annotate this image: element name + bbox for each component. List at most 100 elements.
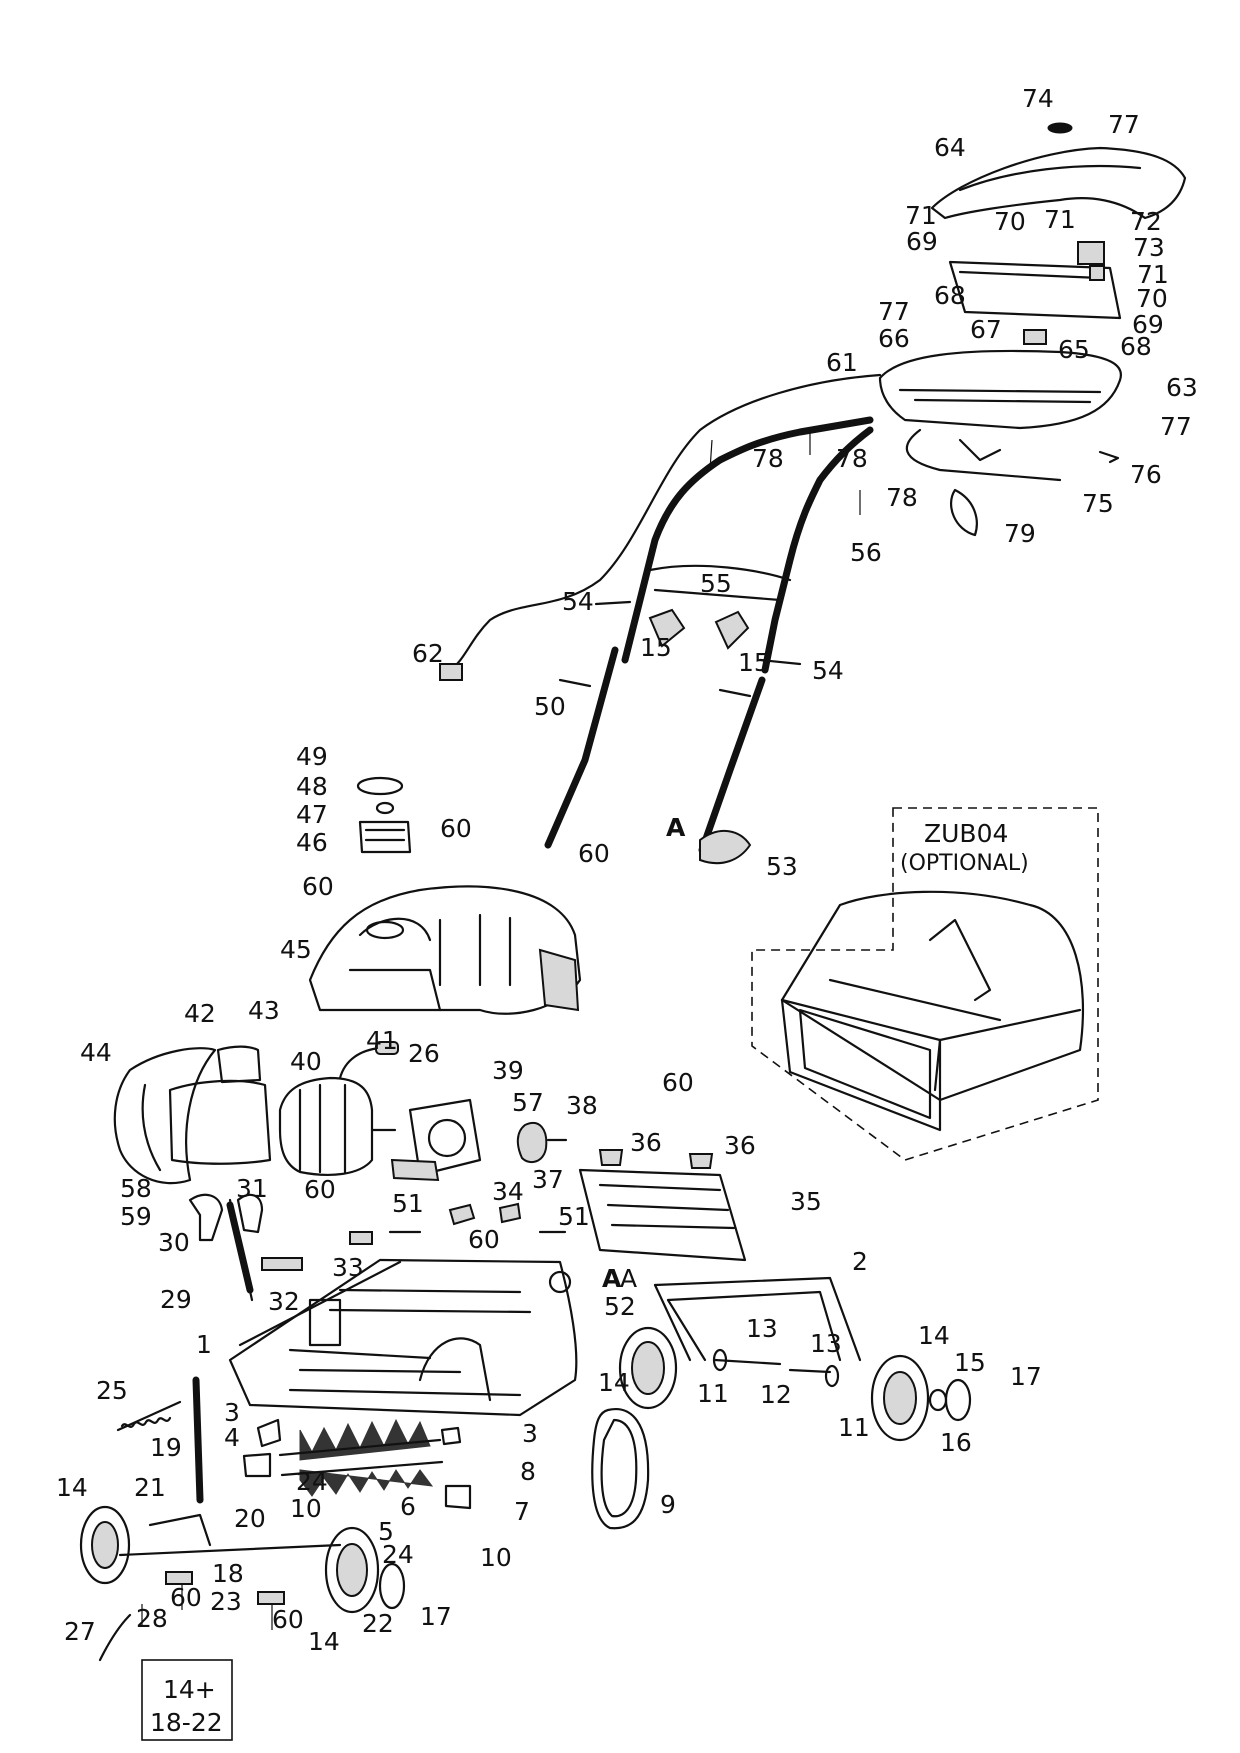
handle-knobs [594,600,802,865]
part-number-label: 15 [738,648,770,677]
part-number-label: 32 [268,1287,300,1316]
part-number-label: 78 [836,444,868,473]
part-number-label: 30 [158,1228,190,1257]
handle-console-cover [930,122,1187,220]
part-number-label: 22 [362,1609,394,1638]
part-number-label: 15 [640,633,672,662]
part-number-label: 71 [1137,260,1169,289]
part-number-label: A [620,1264,637,1293]
part-number-label: 17 [1010,1362,1042,1391]
part-number-label: 60 [468,1225,500,1254]
part-number-label: 79 [1004,519,1036,548]
part-number-label: 37 [532,1165,564,1194]
part-number-label: 60 [440,814,472,843]
part-number-label: 77 [1160,412,1192,441]
part-number-label: 13 [810,1329,842,1358]
part-number-label: 19 [150,1433,182,1462]
part-number-label: 13 [746,1314,778,1343]
part-number-label: 70 [994,207,1026,236]
front-wheel-left [79,1505,131,1585]
rear-height-frame [653,1276,862,1362]
lower-handle [544,646,766,854]
rear-wheel-right [870,1354,972,1442]
electric-motor [278,1041,399,1176]
part-number-label: 36 [630,1128,662,1157]
part-number-label: 2 [852,1247,868,1276]
part-number-label: 34 [492,1177,524,1206]
part-number-label: 65 [1058,335,1090,364]
height-adjust-lever [188,1193,264,1302]
front-wheel-right [324,1526,406,1614]
part-number-label: 10 [290,1494,322,1523]
roller-bearings [242,1418,472,1510]
part-number-label: 17 [420,1602,452,1631]
part-number-label: 38 [566,1091,598,1120]
part-number-label: 24 [296,1467,328,1496]
scarifier-roller [278,1418,444,1497]
cable-relief-parts [356,776,412,854]
part-number-label: 60 [304,1175,336,1204]
part-number-label: 75 [1082,489,1114,518]
part-number-label: 39 [492,1056,524,1085]
part-number-label: 43 [248,996,280,1025]
part-number-label: 47 [296,800,328,829]
optional-box-subtitle: (OPTIONAL) [900,851,1029,876]
part-number-label: 52 [604,1292,636,1321]
part-number-label: 5 [378,1517,394,1546]
part-number-label: 69 [1132,310,1164,339]
part-number-label: 14 [56,1473,88,1502]
connection-markers: AA [602,813,686,1293]
part-number-label: 14 [308,1627,340,1656]
part-number-label: 63 [1166,373,1198,402]
part-number-label: 31 [236,1174,268,1203]
connection-marker: A [666,813,686,842]
part-number-label: 20 [234,1504,266,1533]
part-number-label: 1 [196,1330,212,1359]
part-number-label: 66 [878,324,910,353]
part-number-label: 33 [332,1253,364,1282]
front-axle-assembly [98,1513,342,1662]
optional-accessory-frame [751,807,1099,1161]
part-number-label: 57 [512,1088,544,1117]
part-number-label: 60 [272,1605,304,1634]
part-number-label: 69 [906,227,938,256]
console-switch-assembly [948,241,1122,345]
part-number-label: 60 [662,1068,694,1097]
part-number-label: 41 [366,1026,398,1055]
part-number-label: 61 [826,348,858,377]
part-number-label: 21 [134,1473,166,1502]
part-number-label: 16 [940,1428,972,1457]
optional-box-title: ZUB04 [924,819,1008,848]
motor-cover-side [113,1047,217,1185]
part-number-label: 60 [578,839,610,868]
part-number-label: 78 [886,483,918,512]
part-number-label: 68 [934,281,966,310]
part-number-label: 68 [1120,332,1152,361]
part-number-label: 11 [838,1413,870,1442]
motor-cover [308,885,582,1015]
part-number-label: 60 [170,1583,202,1612]
connection-marker: A [602,1264,622,1293]
part-number-label: 27 [64,1617,96,1646]
upper-handle [448,373,882,674]
part-number-label: 8 [520,1457,536,1486]
part-number-label: 71 [905,201,937,230]
fan-housing [390,1098,482,1182]
part-number-label: 51 [392,1189,424,1218]
part-number-label: 55 [700,569,732,598]
part-number-label: 64 [934,133,966,162]
part-number-label: 40 [290,1047,322,1076]
part-number-label: 15 [954,1348,986,1377]
boxed-note-line1: 14+ [163,1675,216,1704]
part-number-label: 60 [302,872,334,901]
part-number-label: 78 [752,444,784,473]
part-number-label: 49 [296,742,328,771]
part-number-label: 77 [1108,110,1140,139]
console-housing [878,349,1122,537]
part-number-label: 70 [1136,284,1168,313]
part-number-label: 10 [480,1543,512,1572]
part-number-label: 4 [224,1423,240,1452]
part-number-label: 3 [522,1419,538,1448]
deck-housing [228,1258,578,1417]
